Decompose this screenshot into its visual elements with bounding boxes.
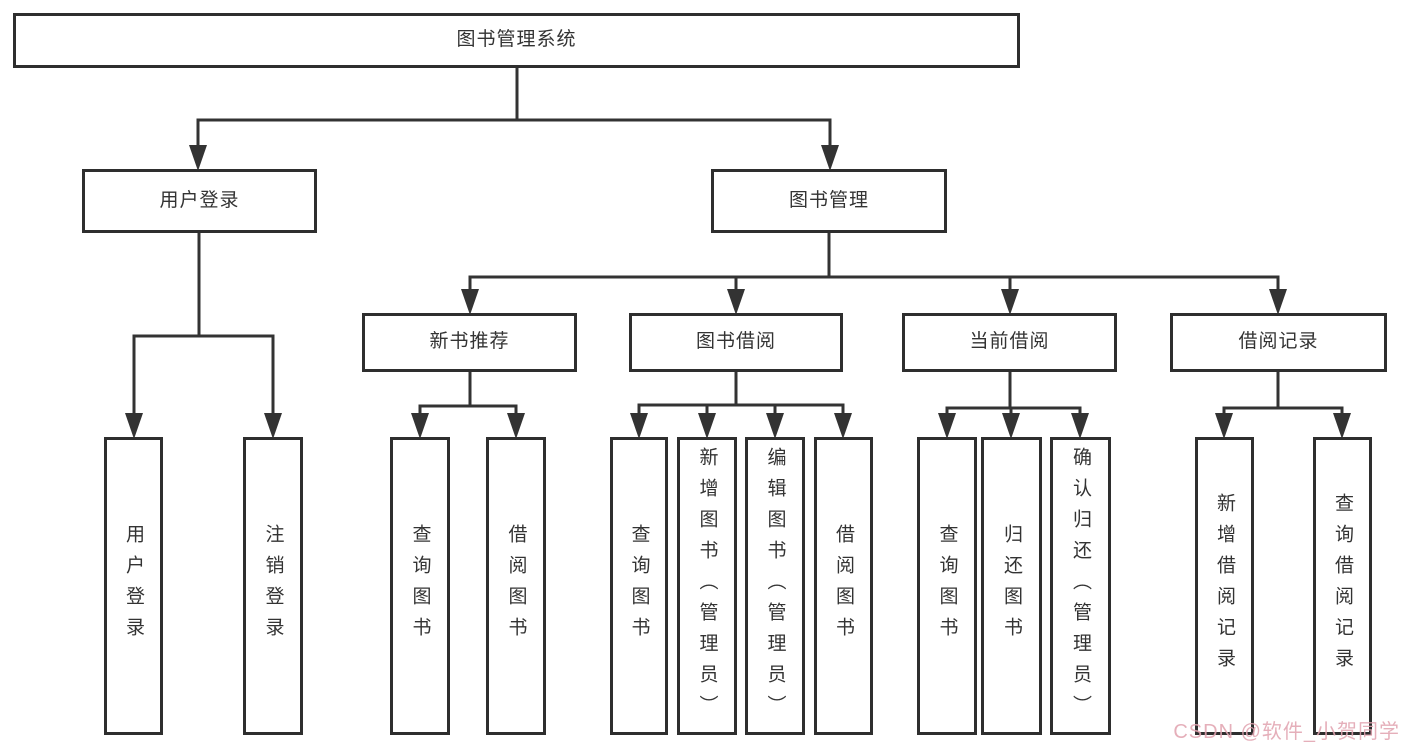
node-book-management: 图书管理	[711, 169, 947, 233]
node-user-login-label: 用户登录	[159, 189, 240, 211]
leaf-borrow-borrow-books: 借阅图书	[814, 437, 873, 735]
leaf-current-return-books-label: 归还图书	[1001, 524, 1022, 648]
node-borrow-records-label: 借阅记录	[1238, 331, 1319, 353]
leaf-user-login-label: 用户登录	[123, 524, 144, 648]
arrowhead	[938, 413, 956, 439]
leaf-recommend-borrow-books: 借阅图书	[486, 437, 546, 735]
leaf-borrow-borrow-books-label: 借阅图书	[833, 524, 854, 648]
arrowhead	[834, 413, 852, 439]
leaf-records-add-record-label: 新增借阅记录	[1214, 493, 1235, 679]
leaf-borrow-add-books-admin: 新增图书（管理员）	[677, 437, 737, 735]
node-book-borrow-label: 图书借阅	[695, 331, 776, 353]
connector-current-borrow	[945, 370, 1082, 417]
leaf-borrow-edit-books-admin-label: 编辑图书（管理员）	[764, 446, 786, 726]
leaf-recommend-borrow-books-label: 借阅图书	[505, 524, 527, 648]
leaf-logout-label: 注销登录	[262, 524, 284, 648]
leaf-borrow-add-books-admin-label: 新增图书（管理员）	[696, 446, 718, 726]
leaf-current-query-books-label: 查询图书	[936, 524, 958, 648]
arrowhead	[698, 413, 716, 439]
arrowhead	[1333, 413, 1351, 439]
connector-root	[196, 66, 832, 149]
connector-book-management	[468, 231, 1280, 293]
leaf-records-query-record: 查询借阅记录	[1313, 437, 1372, 735]
connector-user-login	[132, 231, 275, 417]
arrowhead	[1002, 413, 1020, 439]
node-root: 图书管理系统	[13, 13, 1020, 68]
leaf-records-add-record: 新增借阅记录	[1195, 437, 1254, 735]
leaf-logout: 注销登录	[243, 437, 303, 735]
arrowhead	[1071, 413, 1089, 439]
arrowhead	[189, 145, 207, 171]
arrowhead	[1215, 413, 1233, 439]
arrowhead	[1269, 289, 1287, 315]
node-new-book-recommend-label: 新书推荐	[429, 331, 510, 353]
arrowhead	[507, 413, 525, 439]
arrowhead	[411, 413, 429, 439]
arrowhead	[1001, 289, 1019, 315]
node-book-management-label: 图书管理	[788, 189, 869, 211]
connector-book-borrow	[637, 370, 845, 417]
arrowhead	[125, 413, 143, 439]
leaf-current-confirm-return-admin-label: 确认归还（管理员）	[1070, 446, 1091, 726]
arrowhead	[461, 289, 479, 315]
node-new-book-recommend: 新书推荐	[362, 313, 577, 372]
node-borrow-records: 借阅记录	[1170, 313, 1387, 372]
leaf-recommend-query-books-label: 查询图书	[409, 524, 431, 648]
leaf-recommend-query-books: 查询图书	[390, 437, 450, 735]
arrowhead	[766, 413, 784, 439]
leaf-current-return-books: 归还图书	[981, 437, 1042, 735]
connector-new-book-recommend	[418, 370, 518, 417]
connector-borrow-records	[1222, 370, 1344, 417]
node-root-label: 图书管理系统	[456, 29, 577, 51]
leaf-user-login: 用户登录	[104, 437, 163, 735]
leaf-current-query-books: 查询图书	[917, 437, 977, 735]
node-current-borrow-label: 当前借阅	[969, 331, 1050, 353]
leaf-current-confirm-return-admin: 确认归还（管理员）	[1050, 437, 1111, 735]
node-book-borrow: 图书借阅	[629, 313, 843, 372]
arrowhead	[630, 413, 648, 439]
leaf-borrow-edit-books-admin: 编辑图书（管理员）	[745, 437, 805, 735]
leaf-borrow-query-books-label: 查询图书	[628, 524, 650, 648]
node-current-borrow: 当前借阅	[902, 313, 1117, 372]
arrowhead	[727, 289, 745, 315]
leaf-borrow-query-books: 查询图书	[610, 437, 668, 735]
arrowhead	[821, 145, 839, 171]
leaf-records-query-record-label: 查询借阅记录	[1332, 493, 1353, 679]
csdn-watermark: CSDN @软件_小贺同学	[1173, 721, 1400, 743]
arrowhead	[264, 413, 282, 439]
node-user-login: 用户登录	[82, 169, 317, 233]
